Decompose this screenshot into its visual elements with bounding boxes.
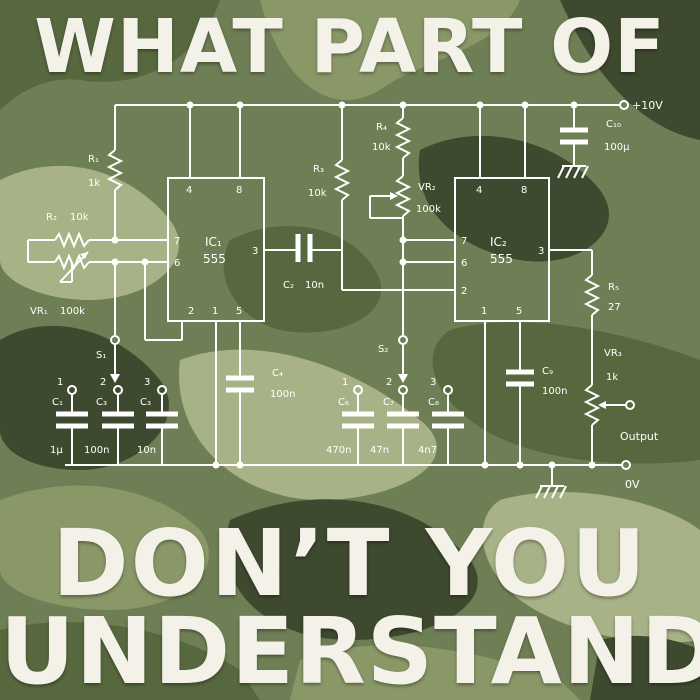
c2-name: C₂ bbox=[283, 280, 294, 291]
s1-cap2-value: 100n bbox=[84, 445, 109, 456]
r5-value: 27 bbox=[608, 302, 621, 313]
s2-cap3-name: C₈ bbox=[428, 397, 439, 408]
r3-resistor bbox=[333, 159, 351, 201]
s1-position-2: 2 bbox=[100, 377, 106, 388]
s1-cap3-name: C₃ bbox=[140, 397, 151, 408]
headline-middle: DON’T YOU bbox=[52, 510, 648, 617]
c4-name: C₄ bbox=[272, 368, 283, 379]
ic1-pin-3: 3 bbox=[252, 246, 258, 257]
ic1-pin-6: 6 bbox=[174, 258, 180, 269]
s2-cap2-name: C₇ bbox=[383, 397, 394, 408]
r3-name: R₃ bbox=[313, 164, 324, 175]
vr1-name: VR₁ bbox=[30, 306, 48, 317]
r2-resistor bbox=[54, 231, 90, 249]
ground-terminal bbox=[621, 460, 631, 470]
output-terminal bbox=[625, 400, 635, 410]
s1-contact-2 bbox=[113, 385, 123, 395]
supply-terminal bbox=[619, 100, 629, 110]
vr2-name: VR₂ bbox=[418, 182, 436, 193]
s1-common-contact bbox=[110, 335, 120, 345]
c2-value: 10n bbox=[305, 280, 324, 291]
ic2-part: 555 bbox=[490, 252, 513, 266]
s2-cap2-value: 47n bbox=[370, 445, 389, 456]
r3-value: 10k bbox=[308, 188, 327, 199]
r2-name: R₂ bbox=[46, 212, 57, 223]
ic1-name: IC₁ bbox=[205, 235, 222, 249]
ic2-pin-8: 8 bbox=[521, 185, 527, 196]
r4-value: 10k bbox=[372, 142, 391, 153]
ic1-body bbox=[167, 177, 265, 322]
r5-resistor bbox=[583, 274, 601, 316]
s2-position-3: 3 bbox=[430, 377, 436, 388]
s1-name: S₁ bbox=[96, 350, 106, 361]
s2-contact-3 bbox=[443, 385, 453, 395]
s1-cap2-name: C₃ bbox=[96, 397, 107, 408]
r1-resistor bbox=[106, 149, 124, 191]
s2-position-2: 2 bbox=[386, 377, 392, 388]
headline-top: WHAT PART OF bbox=[34, 4, 666, 90]
vr1-value: 100k bbox=[60, 306, 85, 317]
c9-value: 100n bbox=[542, 386, 567, 397]
s1-cap1-name: C₁ bbox=[52, 397, 63, 408]
r4-resistor bbox=[394, 117, 412, 159]
ic2-body bbox=[454, 177, 550, 322]
r1-name: R₁ bbox=[88, 154, 99, 165]
s2-cap1-name: C₆ bbox=[338, 397, 349, 408]
vr3-value: 1k bbox=[606, 372, 618, 383]
ic1-pin-2: 2 bbox=[188, 306, 194, 317]
vr2-value: 100k bbox=[416, 204, 441, 215]
ic2-pin-5: 5 bbox=[516, 306, 522, 317]
supply-label: +10V bbox=[632, 99, 663, 112]
ic1-part: 555 bbox=[203, 252, 226, 266]
s2-common-contact bbox=[398, 335, 408, 345]
s2-name: S₂ bbox=[378, 344, 388, 355]
headline-bottom: UNDERSTAND bbox=[0, 598, 700, 700]
s1-contact-3 bbox=[157, 385, 167, 395]
ic2-pin-3: 3 bbox=[538, 246, 544, 257]
s1-cap3-value: 10n bbox=[137, 445, 156, 456]
output-label: Output bbox=[620, 430, 659, 443]
ic2-pin-1: 1 bbox=[481, 306, 487, 317]
c10-name: C₁₀ bbox=[606, 119, 621, 130]
s1-position-3: 3 bbox=[144, 377, 150, 388]
s1-contact-1 bbox=[67, 385, 77, 395]
ic2-name: IC₂ bbox=[490, 235, 507, 249]
c10-value: 100µ bbox=[604, 142, 630, 153]
s2-position-1: 1 bbox=[342, 377, 348, 388]
ic2-pin-4: 4 bbox=[476, 185, 482, 196]
c9-name: C₉ bbox=[542, 366, 553, 377]
vr2-potentiometer bbox=[394, 175, 412, 217]
vr3-potentiometer bbox=[583, 384, 601, 426]
r4-name: R₄ bbox=[376, 122, 387, 133]
c4-value: 100n bbox=[270, 389, 295, 400]
ic1-pin-7: 7 bbox=[174, 236, 180, 247]
ic1-pin-8: 8 bbox=[236, 185, 242, 196]
s2-contact-2 bbox=[398, 385, 408, 395]
ic1-pin-5: 5 bbox=[236, 306, 242, 317]
ic2-pin-7: 7 bbox=[461, 236, 467, 247]
ic2-pin-6: 6 bbox=[461, 258, 467, 269]
r5-name: R₅ bbox=[608, 282, 619, 293]
r2-value: 10k bbox=[70, 212, 89, 223]
s2-contact-1 bbox=[353, 385, 363, 395]
vr3-name: VR₃ bbox=[604, 348, 622, 359]
r1-value: 1k bbox=[88, 178, 100, 189]
ground-label: 0V bbox=[625, 478, 640, 491]
ic1-pin-4: 4 bbox=[186, 185, 192, 196]
s2-cap1-value: 470n bbox=[326, 445, 351, 456]
ic1-pin-1: 1 bbox=[212, 306, 218, 317]
s2-cap3-value: 4n7 bbox=[418, 445, 437, 456]
ic2-pin-2: 2 bbox=[461, 286, 467, 297]
s1-position-1: 1 bbox=[57, 377, 63, 388]
s1-cap1-value: 1µ bbox=[50, 445, 63, 456]
